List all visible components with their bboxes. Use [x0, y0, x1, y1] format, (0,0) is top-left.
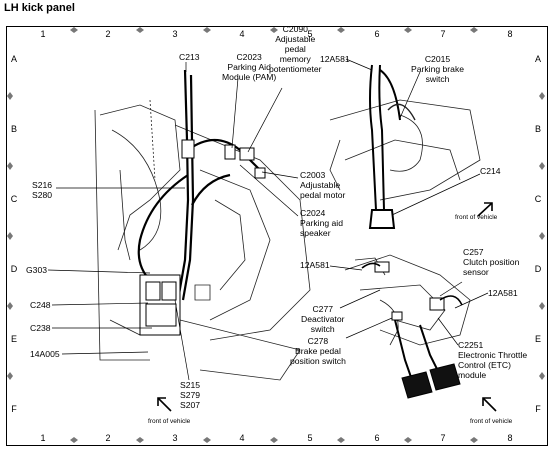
label-12a581-right: 12A581	[488, 288, 518, 298]
diagram-frame	[6, 26, 548, 446]
row-label-left-E: E	[10, 334, 17, 344]
front-of-vehicle-left: front of vehicle	[148, 418, 191, 425]
col-label-top-1: 1	[40, 29, 46, 39]
label-g303: G303	[26, 265, 48, 275]
front-of-vehicle-right: front of vehicle	[470, 418, 513, 425]
label-12a581-top: 12A581	[320, 54, 350, 64]
col-label-top-2: 2	[105, 29, 111, 39]
col-label-bottom-6: 6	[374, 433, 380, 443]
label-c248: C248	[30, 300, 51, 310]
label-14a005: 14A005	[30, 349, 60, 359]
label-s216-s280: S216 S280	[32, 180, 53, 200]
row-label-right-F: F	[535, 404, 541, 414]
front-of-vehicle-upper: front of vehicle	[455, 214, 498, 221]
label-c238: C238	[30, 323, 51, 333]
row-label-right-C: C	[534, 194, 542, 204]
page-title: LH kick panel	[4, 2, 75, 14]
left-connectors	[139, 139, 266, 336]
upper-right-drawing	[329, 99, 481, 201]
label-c2003: C2003 Adjustable pedal motor	[300, 170, 346, 200]
lower-right-wires	[361, 262, 463, 306]
label-c2023: C2023 Parking Aid Module (PAM)	[222, 52, 277, 82]
col-label-top-5: 5	[307, 29, 313, 39]
arrow-front-of-vehicle-right	[482, 397, 497, 412]
col-label-bottom-5: 5	[307, 433, 313, 443]
label-12a581-mid: 12A581	[300, 260, 330, 270]
col-label-bottom-2: 2	[105, 433, 111, 443]
label-c278: C278 Brake pedal position switch	[290, 336, 346, 366]
col-label-bottom-3: 3	[172, 433, 178, 443]
label-c214: C214	[480, 166, 501, 176]
lower-right-connectors	[374, 261, 445, 321]
col-label-top-4: 4	[239, 29, 245, 39]
arrow-front-of-vehicle-left	[157, 397, 172, 412]
upper-right-lever	[368, 64, 401, 229]
label-c2024: C2024 Parking aid speaker	[300, 208, 343, 238]
row-label-right-A: A	[534, 54, 541, 64]
arrow-front-of-vehicle-upper	[477, 202, 493, 217]
col-label-bottom-7: 7	[440, 433, 446, 443]
col-label-top-7: 7	[440, 29, 446, 39]
col-label-top-6: 6	[374, 29, 380, 39]
lower-right-drawing	[344, 254, 471, 346]
lower-right-pedals	[401, 363, 461, 399]
label-c213: C213	[179, 52, 200, 62]
label-c2015: C2015 Parking brake switch	[411, 54, 465, 84]
row-label-right-E: E	[534, 334, 541, 344]
row-label-left-A: A	[10, 54, 17, 64]
col-label-bottom-8: 8	[507, 433, 513, 443]
row-label-left-F: F	[11, 404, 17, 414]
upper-right-wires	[387, 103, 416, 121]
grid-tick-marks	[7, 27, 545, 443]
row-label-left-B: B	[10, 124, 17, 134]
label-s215-s279-s207: S215 S279 S207	[180, 380, 201, 410]
label-c277: C277 Deactivator switch	[301, 304, 345, 334]
label-c2251: C2251 Electronic Throttle Control (ETC) …	[458, 340, 528, 380]
col-label-top-3: 3	[172, 29, 178, 39]
left-wiring-harness	[137, 69, 261, 301]
row-label-left-D: D	[10, 264, 18, 274]
leader-lines	[47, 58, 489, 381]
label-c257: C257 Clutch position sensor	[463, 247, 520, 277]
row-label-right-D: D	[534, 264, 542, 274]
row-label-right-B: B	[534, 124, 541, 134]
col-label-bottom-1: 1	[40, 433, 46, 443]
col-label-bottom-4: 4	[239, 433, 245, 443]
row-label-left-C: C	[10, 194, 18, 204]
label-c2090: C2090 Adjustable pedal memory potentiome…	[269, 24, 322, 74]
col-label-top-8: 8	[507, 29, 513, 39]
